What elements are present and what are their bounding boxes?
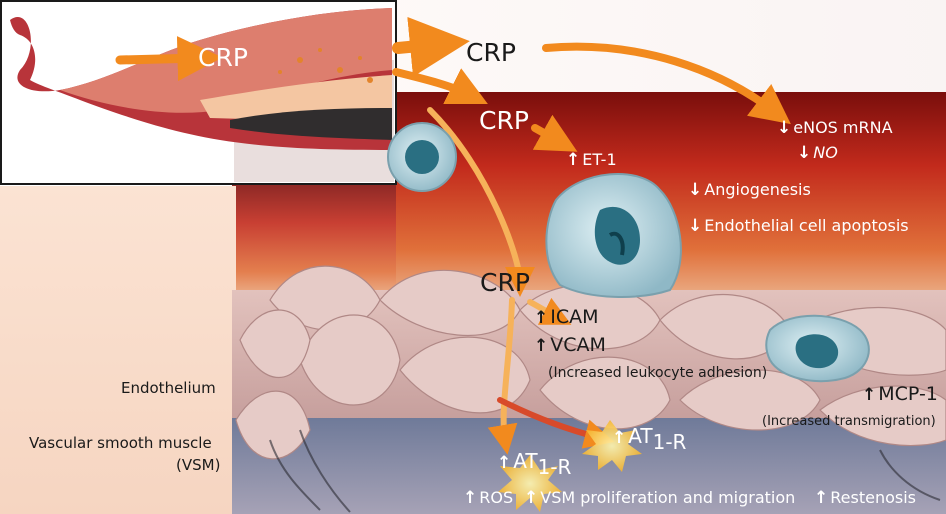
down-arrow-icon: ↓ xyxy=(688,216,702,236)
ros-label: ↑ROS xyxy=(463,490,513,507)
at1r-label-left: ↑AT1-R xyxy=(497,451,571,472)
apoptosis-label: ↓Endothelial cell apoptosis xyxy=(688,218,909,235)
transmigration-label: (Increased transmigration) xyxy=(762,415,936,428)
up-arrow-icon: ↑ xyxy=(862,385,876,405)
restenosis-label: ↑Restenosis xyxy=(814,490,916,507)
down-arrow-icon: ↓ xyxy=(777,118,791,138)
up-arrow-icon: ↑ xyxy=(814,488,828,508)
vsm-proliferation-label: ↑VSM proliferation and migration xyxy=(524,490,795,507)
crp-label-mid: CRP xyxy=(479,108,529,133)
up-arrow-icon: ↑ xyxy=(524,488,538,508)
crp-label-low: CRP xyxy=(480,270,530,295)
et1-label: ↑ET-1 xyxy=(566,152,617,169)
crp-label-top: CRP xyxy=(466,40,516,65)
leukocyte-cell xyxy=(388,123,456,191)
mcp1-label: ↑MCP-1 xyxy=(862,385,938,404)
up-arrow-icon: ↑ xyxy=(463,488,477,508)
crp-label-inset: CRP xyxy=(198,45,248,70)
adhesion-label: (Increased leukocyte adhesion) xyxy=(548,366,767,380)
vcam-label: ↑VCAM xyxy=(534,336,606,355)
up-arrow-icon: ↑ xyxy=(534,308,548,328)
icam-label: ↑ICAM xyxy=(534,308,599,327)
up-arrow-icon: ↑ xyxy=(497,453,511,473)
down-arrow-icon: ↓ xyxy=(797,143,811,163)
down-arrow-icon: ↓ xyxy=(688,180,702,200)
no-label: ↓NO xyxy=(797,145,838,162)
vsm-label: Vascular smooth muscle xyxy=(29,436,212,451)
endothelial-cell xyxy=(546,174,681,297)
transmigrating-cell xyxy=(766,316,869,381)
enos-label: ↓eNOS mRNA xyxy=(777,120,893,137)
at1r-label-right: ↑AT1-R xyxy=(612,426,686,447)
endothelium-label: Endothelium xyxy=(121,381,216,396)
angiogenesis-label: ↓Angiogenesis xyxy=(688,182,811,199)
up-arrow-icon: ↑ xyxy=(612,428,626,448)
up-arrow-icon: ↑ xyxy=(534,336,548,356)
vsm-abbrev-label: (VSM) xyxy=(176,458,220,473)
up-arrow-icon: ↑ xyxy=(566,150,580,170)
